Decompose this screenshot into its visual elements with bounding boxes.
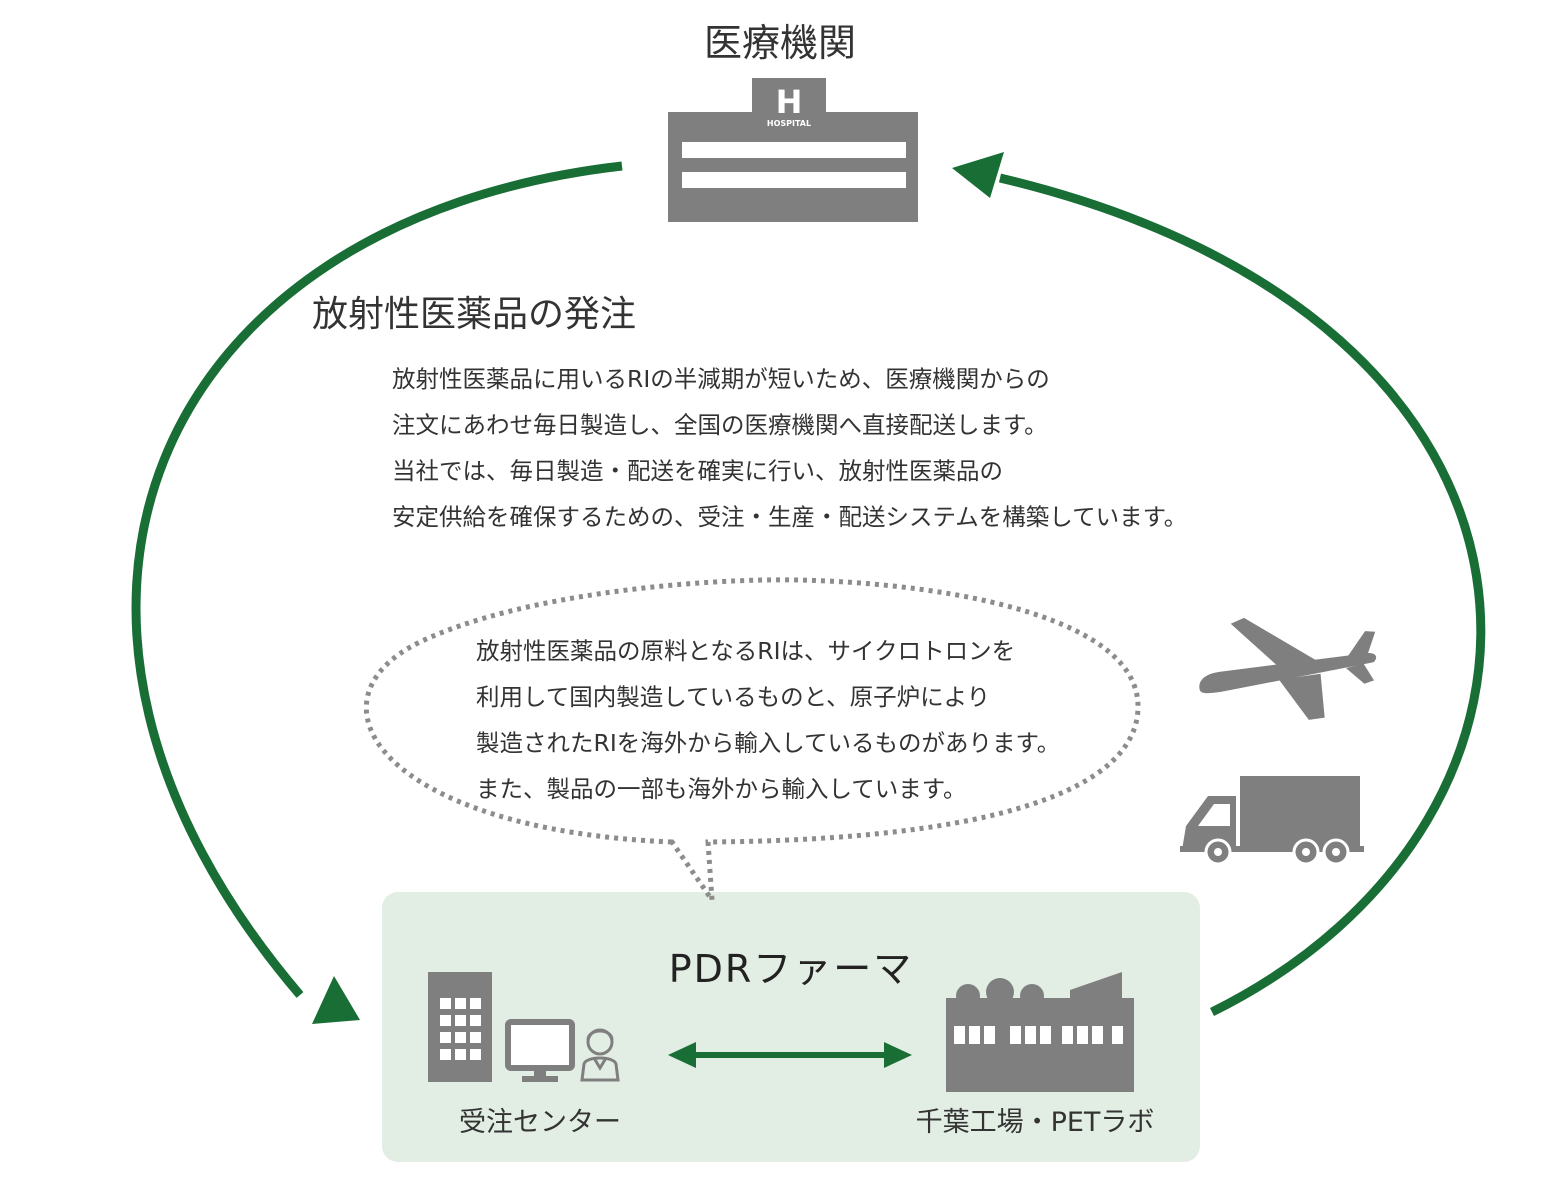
order-description-line: 放射性医薬品に用いるRIの半減期が短いため、医療機関からの [392,365,1050,393]
hospital-building-icon: H HOSPITAL [668,78,918,222]
order-description: 放射性医薬品に用いるRIの半減期が短いため、医療機関からの 注文にあわせ毎日製造… [392,356,1187,540]
speech-bubble [364,577,1141,909]
order-center-label: 受注センター [459,1107,621,1138]
order-flow-arrow [131,161,623,998]
hospital-sign-text: HOSPITAL [767,119,811,128]
speech-bubble-text: 放射性医薬品の原料となるRIは、サイクロトロンを 利用して国内製造しているものと… [476,628,1060,812]
company-panel [382,892,1200,1162]
order-heading: 放射性医薬品の発注 [312,294,637,335]
airplane-icon [1199,617,1377,720]
delivery-truck-icon [1180,776,1364,866]
company-name: PDRファーマ [668,947,914,991]
factory-icon [946,972,1134,1092]
speech-bubble-line: 製造されたRIを海外から輸入しているものがあります。 [476,729,1061,757]
order-description-line: 安定供給を確保するための、受注・生産・配送システムを構築しています。 [392,503,1188,531]
link-double-arrow [668,1042,912,1068]
speech-bubble-line: 利用して国内製造しているものと、原子炉により [476,683,991,711]
speech-bubble-line: また、製品の一部も海外から輸入しています。 [476,775,967,803]
computer-monitor-icon [505,1019,575,1082]
speech-bubble-line: 放射性医薬品の原料となるRIは、サイクロトロンを [476,637,1016,665]
order-flow-arrowhead [312,976,360,1024]
factory-label: 千葉工場・PETラボ [915,1107,1155,1138]
operator-person-icon [580,1028,620,1082]
delivery-flow-arrow [998,173,1486,1017]
hospital-title: 医療機関 [703,21,856,65]
hospital-sign-letter: H [776,83,803,121]
order-description-line: 当社では、毎日製造・配送を確実に行い、放射性医薬品の [392,457,1003,485]
order-description-line: 注文にあわせ毎日製造し、全国の医療機関へ直接配送します。 [392,411,1048,439]
delivery-flow-arrowhead [952,152,1004,198]
office-building-icon [428,972,492,1082]
